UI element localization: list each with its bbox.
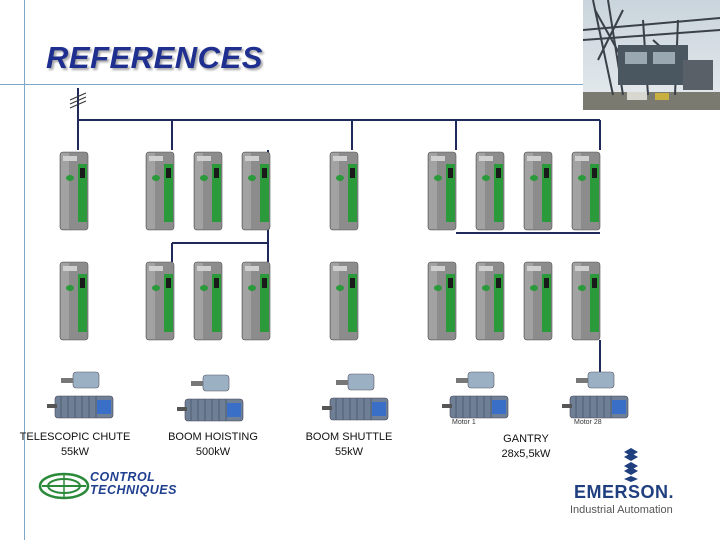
emerson-wordmark: EMERSON. bbox=[574, 482, 675, 502]
three-phase-tick-icon bbox=[69, 92, 87, 109]
drive-unit-icon bbox=[475, 151, 505, 231]
drive-unit-icon bbox=[241, 261, 271, 341]
drive-unit-icon bbox=[523, 261, 553, 341]
motor-icon bbox=[562, 371, 629, 419]
drive-unit-icon bbox=[571, 261, 601, 341]
drive-unit-icon bbox=[329, 151, 359, 231]
system-name: BOOM SHUTTLE bbox=[305, 431, 393, 443]
drive-unit-icon bbox=[59, 261, 89, 341]
crane-photo bbox=[583, 0, 720, 110]
slide-guide-vertical bbox=[24, 0, 25, 540]
system-label-boom-shuttle: BOOM SHUTTLE 55kW bbox=[288, 430, 410, 460]
motor-icon bbox=[442, 371, 509, 419]
drive-unit-icon bbox=[475, 261, 505, 341]
emerson-subtitle: Industrial Automation bbox=[570, 504, 673, 516]
motor-label-first: Motor 1 bbox=[452, 419, 476, 426]
ct-logo-line2: TECHNIQUES bbox=[90, 483, 177, 497]
system-label-telescopic-chute: TELESCOPIC CHUTE 55kW bbox=[4, 430, 146, 460]
drive-unit-icon bbox=[427, 151, 457, 231]
system-power: 55kW bbox=[60, 446, 90, 458]
slide-guide-horizontal bbox=[0, 84, 583, 85]
emerson-logo: EMERSON. Industrial Automation bbox=[566, 446, 706, 520]
emerson-emblem-icon bbox=[624, 448, 638, 482]
drive-unit-icon bbox=[329, 261, 359, 341]
drive-unit-icon bbox=[145, 261, 175, 341]
control-techniques-logo: CONTROL TECHNIQUES bbox=[38, 470, 208, 502]
drive-unit-icon bbox=[193, 261, 223, 341]
system-label-boom-hoisting: BOOM HOISTING 500kW bbox=[150, 430, 276, 460]
drive-unit-icon bbox=[571, 151, 601, 231]
motor-icon bbox=[322, 373, 389, 421]
motor-icon bbox=[177, 374, 244, 422]
system-label-gantry: GANTRY 28x5,5kW bbox=[470, 432, 582, 462]
drive-unit-icon bbox=[145, 151, 175, 231]
motor-icon bbox=[47, 371, 114, 419]
drive-unit-icon bbox=[59, 151, 89, 231]
ct-logo-line1: CONTROL bbox=[90, 470, 156, 484]
drive-unit-icon bbox=[193, 151, 223, 231]
system-name: GANTRY bbox=[503, 433, 549, 445]
motor-label-last: Motor 28 bbox=[574, 419, 602, 426]
system-power: 28x5,5kW bbox=[501, 448, 551, 460]
system-name: TELESCOPIC CHUTE bbox=[19, 431, 131, 443]
drive-unit-icon bbox=[427, 261, 457, 341]
system-name: BOOM HOISTING bbox=[168, 431, 258, 443]
drive-unit-icon bbox=[241, 151, 271, 231]
slide-title: REFERENCES bbox=[46, 40, 263, 75]
system-power: 500kW bbox=[195, 446, 231, 458]
drive-unit-icon bbox=[523, 151, 553, 231]
system-power: 55kW bbox=[334, 446, 364, 458]
control-techniques-emblem-icon bbox=[38, 472, 90, 500]
